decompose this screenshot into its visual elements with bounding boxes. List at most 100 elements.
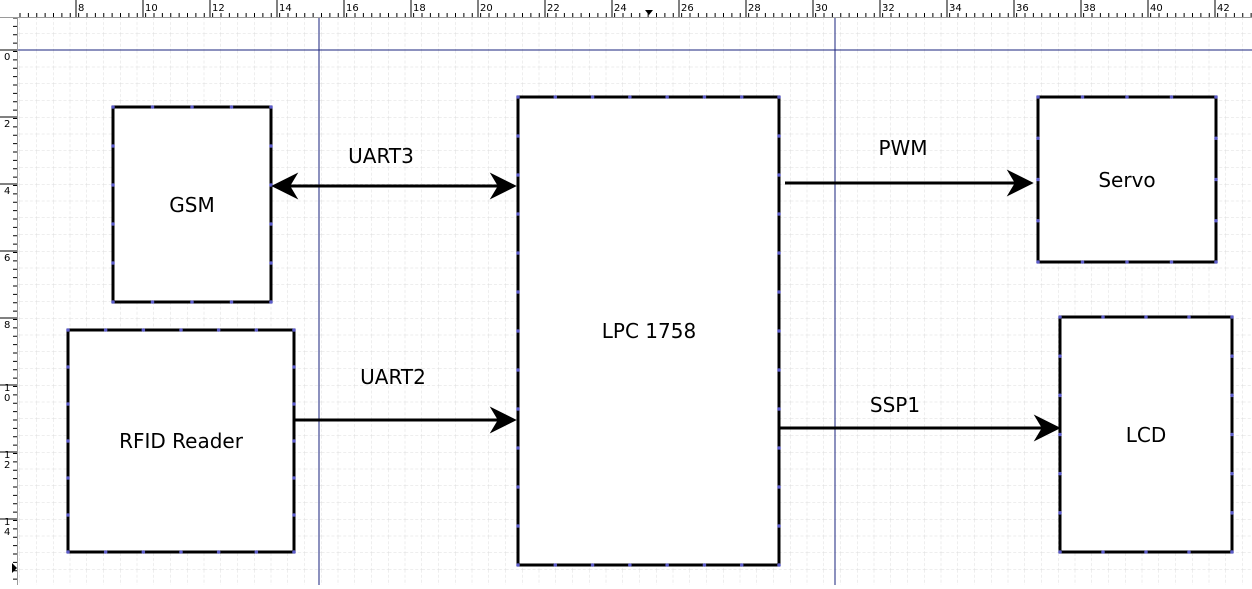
left-ruler-tick-label: 1 (4, 383, 10, 394)
top-ruler-tick-label: 30 (815, 3, 828, 14)
connection-point (777, 524, 781, 528)
top-ruler-tick-label: 34 (949, 3, 962, 14)
connection-point (665, 95, 669, 99)
rfid-reader-block[interactable]: RFID Reader (66, 328, 296, 554)
connection-point (516, 134, 520, 138)
left-ruler-tick-label: 8 (4, 320, 10, 331)
connection-point (777, 446, 781, 450)
lpc-1758-block[interactable]: LPC 1758 (516, 95, 781, 567)
connection-point (66, 402, 70, 406)
top-ruler-tick-label: 8 (78, 3, 84, 14)
uart2-connector[interactable]: UART2 (295, 365, 517, 434)
connection-point (777, 134, 781, 138)
left-ruler-tick-label: 1 (4, 450, 10, 461)
connection-point (777, 563, 781, 567)
connection-point (777, 212, 781, 216)
gsm-block[interactable]: GSM (111, 105, 273, 304)
connection-point (269, 105, 273, 109)
connection-point (1214, 95, 1218, 99)
connection-point (111, 261, 115, 265)
connection-point (1214, 136, 1218, 141)
connection-point (1080, 260, 1085, 264)
connection-point (229, 105, 234, 109)
pwm-connector[interactable]: PWM (785, 136, 1034, 197)
connection-point (141, 550, 146, 554)
servo-block[interactable]: Servo (1036, 95, 1218, 264)
left-ruler-tick-label: 0 (4, 52, 10, 63)
connection-point (1230, 471, 1234, 476)
connection-point (516, 563, 520, 567)
ssp1-label: SSP1 (870, 393, 920, 417)
connection-point (111, 105, 115, 109)
top-ruler-tick-label: 24 (614, 3, 627, 14)
top-ruler-tick-label: 42 (1217, 3, 1230, 14)
lcd-block[interactable]: LCD (1058, 315, 1234, 554)
ssp1-connector[interactable]: SSP1 (780, 393, 1061, 442)
connection-point (777, 407, 781, 411)
connection-point (179, 328, 183, 332)
connection-point (66, 328, 70, 332)
connection-point (1169, 95, 1174, 99)
connection-point (777, 251, 781, 255)
connection-point (1058, 315, 1062, 319)
left-ruler-tick-label: 2 (4, 119, 10, 130)
top-ruler-tick-label: 22 (547, 3, 560, 14)
connection-point (1036, 95, 1040, 99)
connection-point (1058, 393, 1062, 398)
connection-point (665, 563, 669, 567)
top-ruler-tick-label: 12 (212, 3, 225, 14)
connection-point (141, 328, 146, 332)
connection-point (777, 173, 781, 177)
connection-point (190, 105, 194, 109)
connection-point (739, 563, 744, 567)
connection-point (1036, 177, 1040, 182)
left-ruler-tick-label: 4 (4, 527, 10, 538)
left-ruler-tick-label: 6 (4, 253, 10, 264)
ruler-position-marker-icon (645, 10, 653, 15)
connection-point (1080, 95, 1085, 99)
connection-point (66, 439, 70, 443)
left-ruler-tick-label: 0 (4, 393, 10, 404)
connection-point (1214, 260, 1218, 264)
connection-point (516, 173, 520, 177)
left-ruler-tick-label: 1 (4, 517, 10, 528)
uart3-connector[interactable]: UART3 (271, 144, 517, 200)
connection-point (1125, 95, 1129, 99)
uart2-label: UART2 (360, 365, 426, 389)
connection-point (1058, 471, 1062, 476)
connection-point (216, 550, 221, 554)
connection-point (1125, 260, 1129, 264)
connection-point (66, 365, 70, 369)
connection-point (111, 144, 115, 148)
connection-point (292, 439, 296, 443)
connection-point (702, 563, 707, 567)
top-ruler-tick-label: 14 (279, 3, 292, 14)
connection-point (269, 300, 273, 304)
connection-point (269, 222, 273, 226)
connection-point (516, 329, 520, 333)
connection-point (254, 328, 259, 332)
top-ruler-tick-label: 16 (346, 3, 359, 14)
connection-point (269, 144, 273, 148)
top-ruler-tick-label: 10 (145, 3, 158, 14)
rfid-reader-label: RFID Reader (119, 429, 244, 453)
connection-point (1144, 315, 1148, 319)
connection-point (179, 550, 183, 554)
connection-point (1214, 218, 1218, 223)
connection-point (516, 251, 520, 255)
connection-point (590, 563, 595, 567)
connection-point (1230, 354, 1234, 358)
connection-point (111, 222, 115, 226)
connection-point (516, 446, 520, 450)
left-ruler-tick-label: 2 (4, 460, 10, 471)
connection-point (103, 550, 108, 554)
connection-points (66, 95, 1234, 567)
connection-point (1036, 218, 1040, 223)
connection-point (1187, 315, 1191, 319)
connection-point (1058, 511, 1062, 515)
connection-point (1036, 136, 1040, 141)
drawing-canvas[interactable]: GSM RFID Reader LPC 1758 Servo LCD UART3 (18, 18, 1252, 585)
